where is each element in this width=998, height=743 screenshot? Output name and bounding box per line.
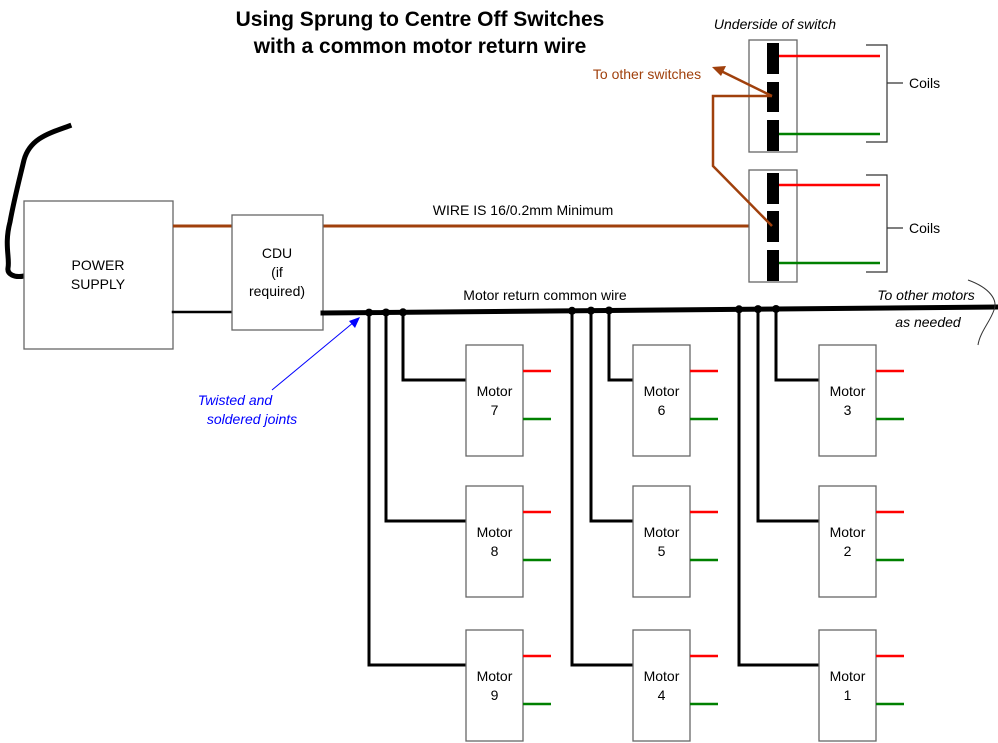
switch-1-coils-label: Coils [909,75,940,91]
motor-8-label: Motor [477,524,513,540]
continuation-brace [967,279,996,346]
motor-1-return-wire [737,309,819,667]
motor-4-solder-joint [568,306,576,315]
motor-8-solder-joint [382,308,390,317]
motor-5-box [632,485,691,598]
motor-6-solder-joint [605,306,613,315]
motor-2-return-wire [756,309,819,523]
motor-2-label: Motor [830,524,866,540]
power-supply-label-1: POWER [72,257,125,273]
power-supply-box [23,200,174,350]
motor-2-number: 2 [844,543,852,559]
cdu-label-3: required) [249,283,305,299]
wire-gauge-note: WIRE IS 16/0.2mm Minimum [433,202,613,218]
title-line-2: with a common motor return wire [253,35,587,58]
motor-5-label: Motor [644,524,680,540]
motor-4-box [632,629,691,742]
to-other-switches-label: To other switches [593,66,701,82]
switch-2-contact-top [767,173,779,204]
motor-5-solder-joint [587,306,595,315]
switch-link-wire [711,94,773,227]
switch-2: Coils [748,169,940,283]
motor-2-solder-joint [754,305,762,314]
motor-3-return-wire [774,308,819,382]
switch-1-contact-bottom [767,120,779,151]
motor-8-number: 8 [491,543,499,559]
motor-9-solder-joint [365,308,373,317]
joints-note-1: Twisted and [198,392,274,408]
motor-9-box [465,629,524,742]
motor-3-label: Motor [830,383,866,399]
motor-1-box [818,629,877,742]
motor-6-box [632,344,691,457]
motor-5-number: 5 [658,543,666,559]
joints-pointer-arrowhead [349,317,360,328]
motor-8-box [465,485,524,598]
cdu-box [231,214,324,331]
motor-7-label: Motor [477,383,513,399]
motor-2-box [818,485,877,598]
switch-1: Coils [748,39,940,153]
motor-1-number: 1 [844,687,852,703]
switch-caption: Underside of switch [714,16,836,32]
switch-1-coils-bracket [866,44,903,143]
cdu-label-1: CDU [262,245,292,261]
motor-6-label: Motor [644,383,680,399]
motor-5-return-wire [589,310,633,523]
to-other-switches-arrowhead [712,66,726,76]
motor-3-box [818,344,877,457]
motor-9-label: Motor [477,668,513,684]
motor-4-label: Motor [644,668,680,684]
motors-group: Motor7Motor8Motor9Motor6Motor5Motor4Moto… [365,304,904,742]
motor-3-number: 3 [844,402,852,418]
other-motors-label-2: as needed [895,314,962,330]
motor-4-return-wire [570,310,633,667]
power-supply-label-2: SUPPLY [71,276,126,292]
switch-2-coils-bracket [866,174,903,273]
switch-2-contact-centre [767,211,779,242]
title-line-1: Using Sprung to Centre Off Switches [236,8,605,31]
cdu-label-2: (if [271,264,283,280]
motor-1-label: Motor [830,668,866,684]
motor-7-box [465,344,524,457]
motor-6-number: 6 [658,402,666,418]
motor-7-solder-joint [399,308,407,317]
motor-1-solder-joint [735,305,743,314]
common-return-wire [320,304,998,316]
motor-6-return-wire [607,310,633,382]
switch-2-coils-label: Coils [909,220,940,236]
motor-8-return-wire [384,312,466,523]
motor-9-number: 9 [491,687,499,703]
switch-2-contact-bottom [767,250,779,281]
motor-7-return-wire [401,312,466,382]
motor-3-solder-joint [772,304,780,313]
joints-note-2: soldered joints [207,411,297,427]
motor-7-number: 7 [491,402,499,418]
joints-pointer-arrow [271,321,355,391]
switch-1-contact-centre [767,82,779,112]
motor-4-number: 4 [658,687,666,703]
motor-9-return-wire [367,312,466,667]
other-motors-label-1: To other motors [877,287,975,303]
mains-cable [4,122,73,279]
common-wire-label: Motor return common wire [463,287,627,303]
to-other-switches-arrow [720,69,773,98]
switch-1-contact-top [767,43,779,74]
